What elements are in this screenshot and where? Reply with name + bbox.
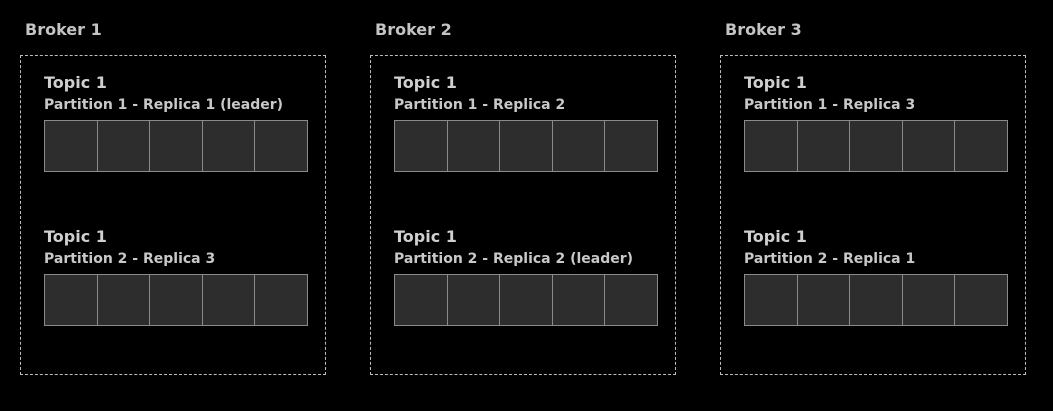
log-segment	[447, 275, 501, 325]
log-segment	[552, 121, 606, 171]
broker-box: Topic 1 Partition 1 - Replica 2 Topic 1 …	[370, 55, 676, 375]
broker-title: Broker 2	[375, 20, 452, 39]
partition-log	[394, 274, 658, 326]
log-segment	[150, 121, 203, 171]
log-segment	[500, 275, 553, 325]
broker-title: Broker 1	[25, 20, 102, 39]
log-segment	[850, 275, 903, 325]
broker-3: Broker 3 Topic 1 Partition 1 - Replica 3…	[720, 0, 1040, 411]
replica-label: Partition 1 - Replica 1 (leader)	[44, 97, 284, 113]
replica-label: Partition 2 - Replica 2 (leader)	[394, 251, 634, 267]
log-segment	[447, 121, 501, 171]
log-segment	[745, 121, 798, 171]
partition-replica: Topic 1 Partition 1 - Replica 3	[744, 73, 1008, 172]
log-segment	[97, 121, 151, 171]
log-segment	[395, 275, 448, 325]
log-segment	[395, 121, 448, 171]
partition-replica: Topic 1 Partition 1 - Replica 1 (leader)	[44, 73, 308, 172]
replica-label: Partition 1 - Replica 3	[744, 97, 916, 113]
topic-label: Topic 1	[44, 227, 107, 246]
replica-label: Partition 2 - Replica 1	[744, 251, 916, 267]
broker-2: Broker 2 Topic 1 Partition 1 - Replica 2…	[370, 0, 690, 411]
replica-label: Partition 1 - Replica 2	[394, 97, 566, 113]
log-segment	[150, 275, 203, 325]
log-segment	[850, 121, 903, 171]
log-segment	[797, 275, 851, 325]
log-segment	[97, 275, 151, 325]
log-segment	[45, 121, 98, 171]
partition-replica: Topic 1 Partition 1 - Replica 2	[394, 73, 658, 172]
log-segment	[202, 121, 256, 171]
log-segment	[255, 275, 307, 325]
log-segment	[552, 275, 606, 325]
log-segment	[45, 275, 98, 325]
broker-1: Broker 1 Topic 1 Partition 1 - Replica 1…	[20, 0, 340, 411]
partition-replica: Topic 1 Partition 2 - Replica 2 (leader)	[394, 227, 658, 326]
log-segment	[500, 121, 553, 171]
log-segment	[605, 275, 657, 325]
topic-label: Topic 1	[44, 73, 107, 92]
topic-label: Topic 1	[744, 73, 807, 92]
broker-box: Topic 1 Partition 1 - Replica 1 (leader)…	[20, 55, 326, 375]
log-segment	[955, 275, 1007, 325]
replica-label: Partition 2 - Replica 3	[44, 251, 216, 267]
log-segment	[797, 121, 851, 171]
log-segment	[605, 121, 657, 171]
partition-log	[744, 274, 1008, 326]
log-segment	[902, 121, 956, 171]
broker-title: Broker 3	[725, 20, 802, 39]
log-segment	[955, 121, 1007, 171]
partition-replica: Topic 1 Partition 2 - Replica 1	[744, 227, 1008, 326]
partition-log	[744, 120, 1008, 172]
broker-box: Topic 1 Partition 1 - Replica 3 Topic 1 …	[720, 55, 1026, 375]
log-segment	[902, 275, 956, 325]
partition-log	[394, 120, 658, 172]
log-segment	[202, 275, 256, 325]
topic-label: Topic 1	[394, 227, 457, 246]
partition-log	[44, 120, 308, 172]
partition-replica: Topic 1 Partition 2 - Replica 3	[44, 227, 308, 326]
log-segment	[255, 121, 307, 171]
partition-log	[44, 274, 308, 326]
topic-label: Topic 1	[394, 73, 457, 92]
log-segment	[745, 275, 798, 325]
topic-label: Topic 1	[744, 227, 807, 246]
